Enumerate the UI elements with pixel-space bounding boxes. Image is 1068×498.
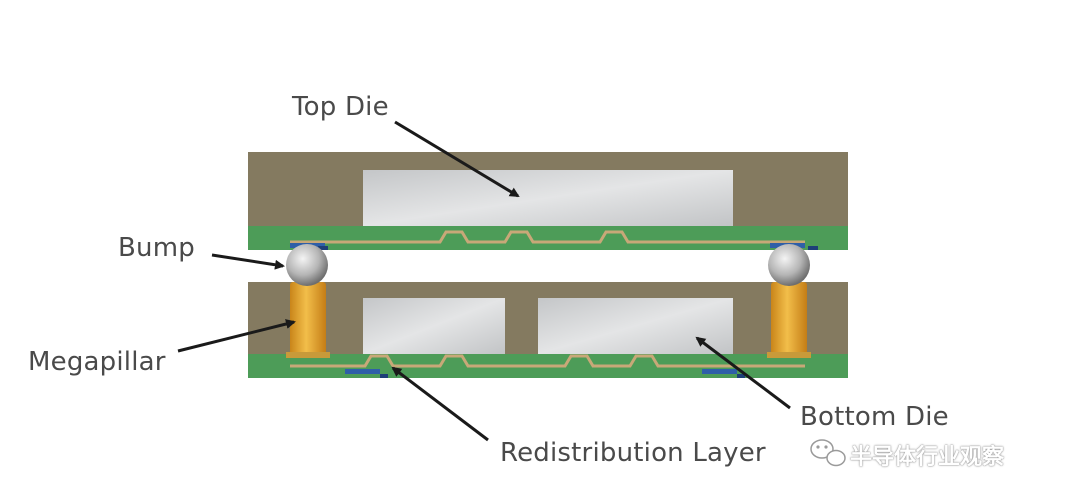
bottom-pad xyxy=(737,374,745,378)
watermark-text: 半导体行业观察 xyxy=(850,445,1005,470)
arrow-redistribution-layer xyxy=(391,366,489,442)
arrow-bottom-die xyxy=(695,336,791,410)
megapillar-left xyxy=(290,282,326,355)
top-package xyxy=(248,152,848,250)
bump-right xyxy=(768,244,810,286)
bottom-trace xyxy=(290,354,805,368)
label-redistribution-layer: Redistribution Layer xyxy=(500,438,766,468)
bump-left xyxy=(286,244,328,286)
bottom-package xyxy=(248,282,848,378)
arrow-bump xyxy=(211,253,285,270)
arrow-top-die xyxy=(394,120,520,198)
label-top-die: Top Die xyxy=(292,92,389,122)
top-rdl xyxy=(248,226,848,250)
top-pad xyxy=(318,246,328,250)
wechat-icon xyxy=(810,439,846,467)
arrow-megapillar xyxy=(177,319,296,353)
bottom-die-right xyxy=(538,298,733,354)
pillar-cap xyxy=(286,352,330,358)
label-megapillar: Megapillar xyxy=(28,347,166,377)
bottom-pad xyxy=(345,369,380,374)
bottom-die-left xyxy=(363,298,505,354)
top-pad xyxy=(808,246,818,250)
megapillar-right xyxy=(771,282,807,355)
top-trace xyxy=(290,230,805,244)
label-bottom-die: Bottom Die xyxy=(800,402,949,432)
top-die xyxy=(363,170,733,226)
bottom-pad xyxy=(702,369,737,374)
pillar-cap xyxy=(767,352,811,358)
label-bump: Bump xyxy=(118,233,195,263)
bottom-pad xyxy=(380,374,388,378)
